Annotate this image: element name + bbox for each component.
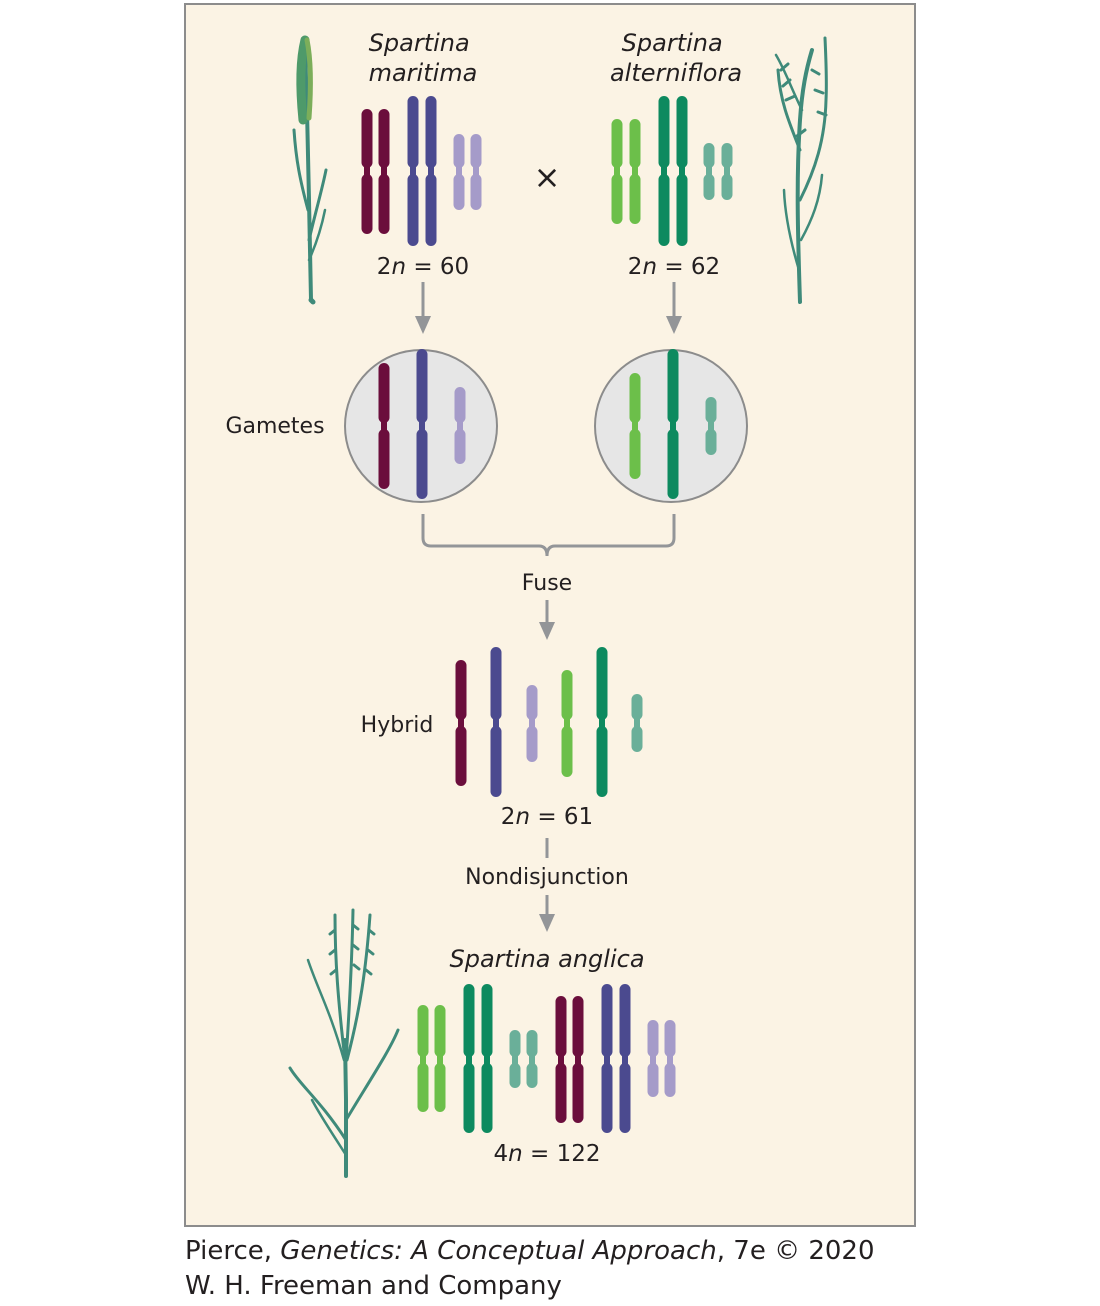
chromosome-layer-upper xyxy=(378,349,717,1133)
maritima-small-chromosome-a xyxy=(453,134,465,210)
alterniflora-small-chromosome-a xyxy=(703,143,715,200)
gamete-alterniflora-small-chromosome xyxy=(705,397,717,455)
credit-author: Pierce, xyxy=(185,1236,281,1266)
alterniflora-small-chromosome-b xyxy=(721,143,733,200)
hybrid-count-var: n xyxy=(515,804,530,830)
gamete-maritima-large-chromosome xyxy=(378,363,390,489)
chromosome-layer xyxy=(361,96,733,246)
hybrid-count-value: = 61 xyxy=(530,804,593,830)
gametes-label: Gametes xyxy=(225,414,324,439)
maritima-count-value: = 60 xyxy=(406,254,469,280)
fuse-label: Fuse xyxy=(522,571,572,596)
alterniflora-large-chromosome-a xyxy=(611,119,623,224)
maritima-count-var: n xyxy=(391,254,406,280)
maritima-name-line2: maritima xyxy=(369,59,478,87)
arrowhead-anglica xyxy=(539,914,555,932)
anglica-name: Spartina anglica xyxy=(449,945,644,973)
alterniflora-count-value: = 62 xyxy=(657,254,720,280)
anglica-plant-illustration xyxy=(288,908,400,1178)
alterniflora-name-line2: alterniflora xyxy=(610,59,742,87)
arrowhead-alterniflora xyxy=(666,316,682,334)
credit-line-2: W. H. Freeman and Company xyxy=(185,1271,562,1301)
maritima-medium-chromosome-a xyxy=(407,96,419,246)
gamete-alterniflora-large-chromosome xyxy=(629,373,641,479)
gamete-maritima-small-chromosome xyxy=(454,387,466,464)
hybrid-maritima-medium-chromosome xyxy=(490,647,502,797)
maritima-chromosome-count: 2n = 60 xyxy=(377,254,469,280)
maritima-name-line1: Spartina xyxy=(369,29,470,57)
hybrid-chromosome-count: 2n = 61 xyxy=(501,804,593,830)
gamete-maritima-medium-chromosome xyxy=(416,349,428,499)
nondisjunction-label: Nondisjunction xyxy=(465,865,629,890)
credit-book-title: Genetics: A Conceptual Approach xyxy=(280,1236,717,1266)
maritima-large-chromosome-a xyxy=(361,109,373,234)
alterniflora-medium-chromosome-a xyxy=(658,96,670,246)
hybrid-maritima-large-chromosome xyxy=(455,660,467,786)
anglica-maritima-large-chromosome-a xyxy=(555,996,567,1123)
anglica-alterniflora-small-chromosome-b xyxy=(526,1030,538,1088)
anglica-maritima-small-chromosome-a xyxy=(647,1020,659,1097)
maritima-count-prefix: 2 xyxy=(377,254,392,280)
anglica-alterniflora-large-chromosome-a xyxy=(417,1005,429,1112)
arrowhead-maritima xyxy=(415,316,431,334)
anglica-count-prefix: 4 xyxy=(493,1141,508,1167)
gamete-alterniflora-medium-chromosome xyxy=(667,349,679,499)
maritima-medium-chromosome-b xyxy=(425,96,437,246)
alterniflora-name: Spartina alterniflora xyxy=(610,29,742,87)
credit-edition: , 7e © 2020 xyxy=(716,1236,875,1266)
anglica-chromosome-count: 4n = 122 xyxy=(493,1141,600,1167)
maritima-plant-illustration xyxy=(292,35,328,305)
anglica-count-value: = 122 xyxy=(523,1141,601,1167)
alterniflora-count-var: n xyxy=(642,254,657,280)
maritima-small-chromosome-b xyxy=(470,134,482,210)
anglica-maritima-large-chromosome-b xyxy=(572,996,584,1123)
hybrid-maritima-small-chromosome xyxy=(526,685,538,762)
arrows xyxy=(415,282,682,932)
maritima-name: Spartina maritima xyxy=(369,29,478,87)
anglica-alterniflora-large-chromosome-b xyxy=(434,1005,446,1112)
alterniflora-count-prefix: 2 xyxy=(628,254,643,280)
anglica-alterniflora-medium-chromosome-a xyxy=(463,984,475,1133)
fuse-bracket xyxy=(421,514,676,557)
hybrid-alterniflora-medium-chromosome xyxy=(596,647,608,797)
alterniflora-chromosome-count: 2n = 62 xyxy=(628,254,720,280)
alterniflora-medium-chromosome-b xyxy=(676,96,688,246)
hybrid-alterniflora-small-chromosome xyxy=(631,694,643,752)
anglica-count-var: n xyxy=(508,1141,523,1167)
anglica-alterniflora-medium-chromosome-b xyxy=(481,984,493,1133)
alterniflora-name-line1: Spartina xyxy=(622,29,723,57)
alterniflora-large-chromosome-b xyxy=(629,119,641,224)
anglica-alterniflora-small-chromosome-a xyxy=(509,1030,521,1088)
anglica-maritima-medium-chromosome-b xyxy=(619,984,631,1133)
cross-symbol: × xyxy=(534,158,561,196)
anglica-maritima-medium-chromosome-a xyxy=(601,984,613,1133)
alterniflora-plant-illustration xyxy=(774,36,828,304)
credit-line-1: Pierce, Genetics: A Conceptual Approach,… xyxy=(185,1234,875,1269)
anglica-maritima-small-chromosome-b xyxy=(664,1020,676,1097)
arrowhead-hybrid xyxy=(539,622,555,640)
hybrid-count-prefix: 2 xyxy=(501,804,516,830)
maritima-large-chromosome-b xyxy=(378,109,390,234)
hybrid-alterniflora-large-chromosome xyxy=(561,670,573,777)
hybrid-label: Hybrid xyxy=(361,713,434,738)
figure-credit: Pierce, Genetics: A Conceptual Approach,… xyxy=(185,1234,875,1304)
